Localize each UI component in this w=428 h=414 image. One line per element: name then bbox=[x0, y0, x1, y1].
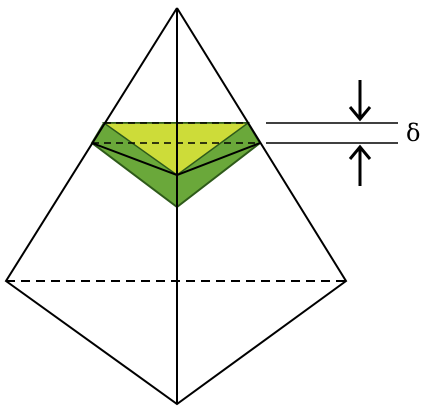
down-arrow-head bbox=[348, 106, 372, 122]
up-arrow-head bbox=[348, 144, 372, 160]
delta-label: δ bbox=[406, 119, 420, 147]
